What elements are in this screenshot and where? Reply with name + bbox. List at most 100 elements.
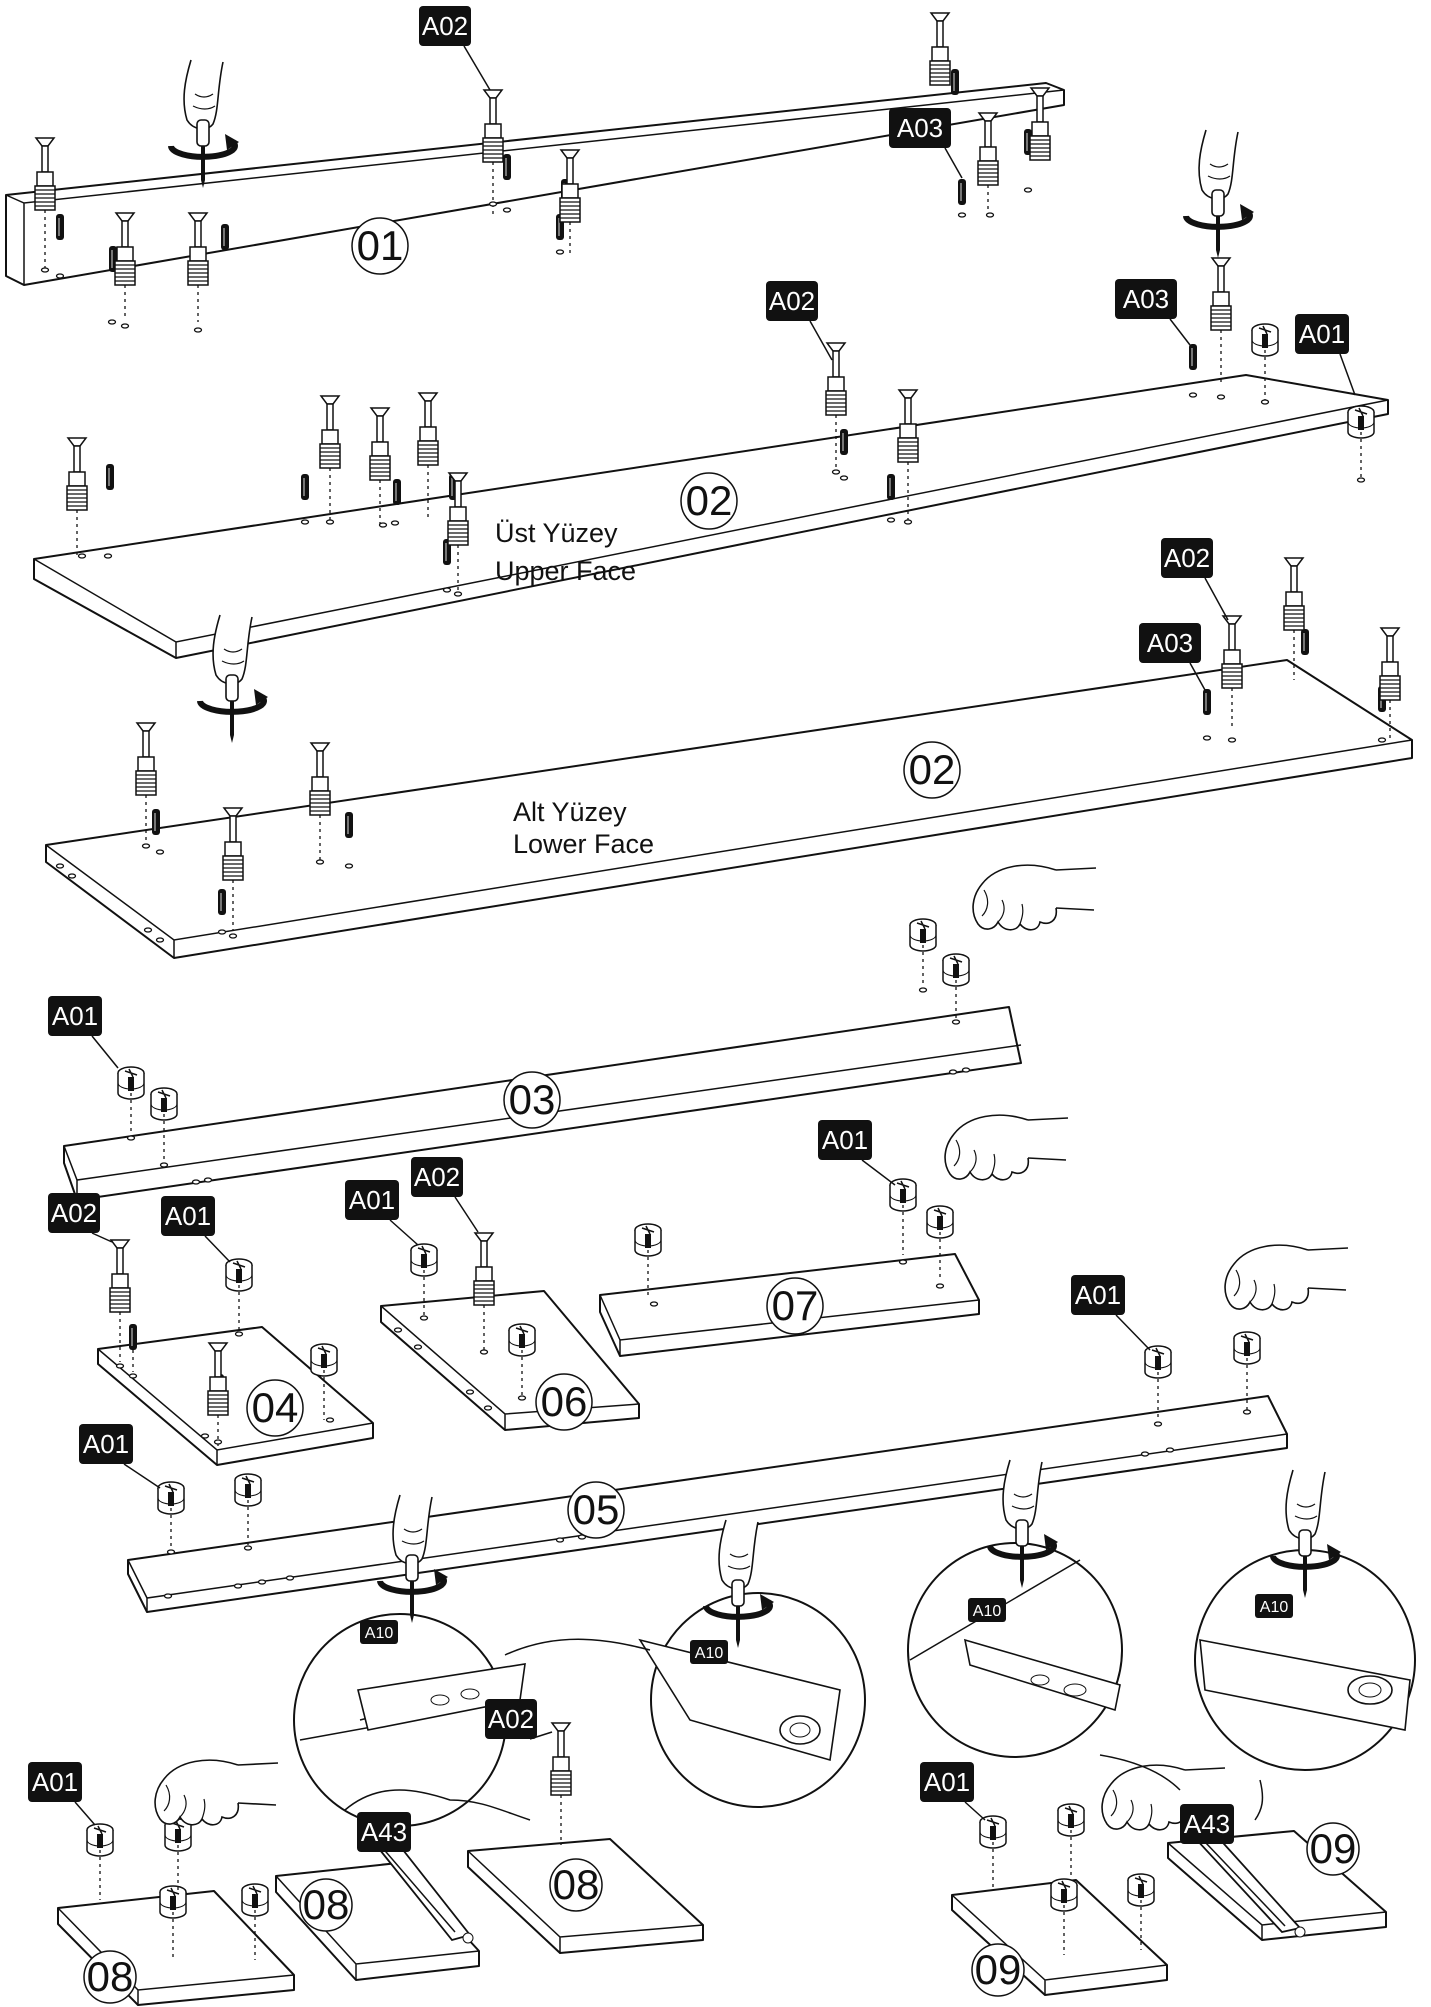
label-a10-detail-3: A10 (973, 1603, 1002, 1620)
svg-text:A02: A02 (488, 1704, 534, 1734)
panel-09-number-b: 09 (1310, 1825, 1357, 1872)
panel-06-number: 06 (541, 1378, 588, 1425)
panel-02-lower-board (45, 659, 1413, 959)
svg-text:A01: A01 (32, 1767, 78, 1797)
svg-text:A01: A01 (1075, 1280, 1121, 1310)
svg-text:A03: A03 (897, 113, 943, 143)
panel-09-number-circle-b (1306, 1822, 1360, 1876)
detail-circle-right-2: A10 (1194, 1470, 1416, 1771)
panel-08-number-b: 08 (303, 1881, 350, 1928)
panel-03-number-circle (503, 1071, 561, 1129)
detail-circle-right-1: A10 (907, 1460, 1123, 1758)
panel-06-group: 06 A01 A02 (345, 1157, 640, 1431)
panel-01-board (5, 82, 1065, 286)
bolt-group-p06 (473, 1232, 495, 1306)
svg-text:A43: A43 (1184, 1809, 1230, 1839)
svg-text:A01: A01 (83, 1429, 129, 1459)
label-a03-p01: A03 (889, 108, 963, 179)
svg-text:A03: A03 (1123, 284, 1169, 314)
panel-08-number-circle-a (83, 1950, 137, 2004)
svg-text:A02: A02 (422, 11, 468, 41)
label-a01-p06: A01 (345, 1180, 419, 1246)
hand-screwdriver-icon (171, 60, 239, 188)
panel-09-group-right: 09 A01 09 A43 (920, 1754, 1387, 1997)
svg-text:A02: A02 (414, 1162, 460, 1192)
panel-01-group: 01 A02 A03 (5, 6, 1065, 333)
svg-text:A02: A02 (51, 1198, 97, 1228)
svg-text:A01: A01 (924, 1767, 970, 1797)
svg-text:A02: A02 (769, 286, 815, 316)
panel-02-upper-group: 02 Üst Yüzey Upper Face A02 A03 A01 (33, 130, 1389, 659)
label-a03-p02u: A03 (1115, 279, 1191, 346)
label-a10-detail-1: A10 (365, 1625, 394, 1642)
panel-01-number: 01 (357, 222, 404, 269)
panel-04-board (97, 1326, 374, 1466)
panel-02-lower-number: 02 (909, 746, 956, 793)
svg-text:A01: A01 (349, 1185, 395, 1215)
panel-01-number-circle (351, 217, 409, 275)
cam-group-p07 (634, 1178, 954, 1257)
upper-face-label-en: Upper Face (495, 556, 636, 586)
panel-02-upper-number-circle (680, 472, 738, 530)
panel-05-number-circle (567, 1481, 625, 1539)
lower-face-label-tr: Alt Yüzey (513, 797, 627, 827)
detail-magnifier-icon (907, 1542, 1123, 1758)
label-a01-p04: A01 (161, 1196, 231, 1263)
connector-line (504, 1638, 651, 1656)
panel-06-number-circle (535, 1373, 593, 1431)
panel-09-board-a (951, 1879, 1168, 1996)
detail-circle-left-2: A10 (638, 1520, 866, 1808)
panel-07-group: 07 A01 (599, 1114, 1069, 1357)
label-a10-detail-2: A10 (695, 1645, 724, 1662)
hand-screwdriver-icon (1186, 130, 1254, 258)
label-a03-p02l: A03 (1139, 623, 1206, 691)
panel-09-number-circle-a (971, 1943, 1025, 1997)
panel-08-number-a: 08 (87, 1953, 134, 2000)
panel-08-number-circle-b (299, 1878, 353, 1932)
svg-text:A01: A01 (822, 1125, 868, 1155)
label-a01-p05-right: A01 (1071, 1275, 1151, 1351)
label-a02-p02u: A02 (766, 281, 833, 361)
label-a01-p05-left: A01 (79, 1424, 161, 1489)
label-a02-p01: A02 (419, 6, 491, 91)
label-a02-p04: A02 (48, 1193, 113, 1243)
panel-04-group: 04 A02 A01 (48, 1193, 374, 1466)
panel-03-number: 03 (509, 1076, 556, 1123)
svg-text:A43: A43 (361, 1817, 407, 1847)
hand-push-icon (972, 864, 1097, 931)
hand-push-icon (154, 1759, 279, 1826)
lower-face-label-en: Lower Face (513, 829, 654, 859)
label-a02-p08: A02 (485, 1699, 553, 1740)
panel-02-lower-number-circle (903, 741, 961, 799)
svg-text:A01: A01 (1299, 319, 1345, 349)
panel-04-number-circle (246, 1379, 304, 1437)
svg-text:A02: A02 (1164, 543, 1210, 573)
label-a43-right: A43 (1180, 1804, 1234, 1844)
panel-02-lower-group: 02 Alt Yüzey Lower Face A02 A03 (45, 538, 1413, 959)
upper-face-label-tr: Üst Yüzey (495, 518, 618, 548)
label-a01-p09: A01 (920, 1762, 986, 1821)
panel-04-number: 04 (252, 1384, 299, 1431)
hand-push-icon (1224, 1244, 1349, 1311)
label-a01-p02u: A01 (1295, 314, 1356, 396)
svg-text:A03: A03 (1147, 628, 1193, 658)
panel-07-number: 07 (772, 1282, 819, 1329)
label-a43-left: A43 (357, 1812, 411, 1852)
panel-08-group-left: 08 A01 08 A43 08 A02 (28, 1699, 704, 2006)
label-a02-p06: A02 (411, 1157, 479, 1233)
svg-text:A01: A01 (165, 1201, 211, 1231)
panel-03-group: 03 A01 (48, 864, 1097, 1201)
label-a02-p02l: A02 (1161, 538, 1229, 621)
bolt-group-p08c (550, 1722, 572, 1796)
svg-text:A01: A01 (52, 1001, 98, 1031)
detail-circle-left-1: A10 (293, 1495, 526, 1827)
panel-02-upper-number: 02 (686, 477, 733, 524)
hand-push-icon (944, 1114, 1069, 1181)
panel-05-number: 05 (573, 1486, 620, 1533)
label-a10-detail-4: A10 (1260, 1599, 1289, 1616)
label-a01-p07: A01 (818, 1120, 896, 1186)
panel-07-number-circle (766, 1277, 824, 1335)
label-a01-p08: A01 (28, 1762, 96, 1826)
drawer-runner-icon (1199, 1639, 1411, 1731)
